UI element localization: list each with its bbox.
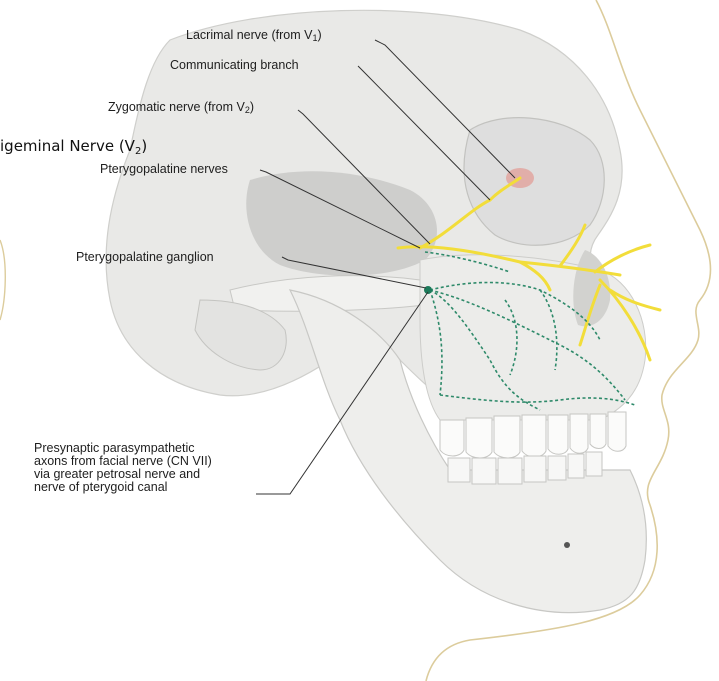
- label-lacrimal-close: ): [317, 28, 321, 42]
- label-zygomatic-close: ): [250, 100, 254, 114]
- maxilla: [420, 255, 646, 420]
- overlay-title-text: igeminal Nerve (V: [0, 137, 135, 155]
- label-pterygopalatine-nerves: Pterygopalatine nerves: [100, 162, 228, 176]
- label-pterygopalatine-ganglion-text: Pterygopalatine ganglion: [76, 250, 214, 264]
- label-communicating-branch: Communicating branch: [170, 58, 299, 72]
- label-pterygopalatine-ganglion: Pterygopalatine ganglion: [76, 250, 214, 264]
- label-zygomatic-text: Zygomatic nerve (from V: [108, 100, 245, 114]
- upper-teeth: [440, 412, 626, 458]
- label-lacrimal-text: Lacrimal nerve (from V: [186, 28, 312, 42]
- label-communicating-text: Communicating branch: [170, 58, 299, 72]
- label-pterygopalatine-nerves-text: Pterygopalatine nerves: [100, 162, 228, 176]
- label-lacrimal-nerve: Lacrimal nerve (from V1): [186, 28, 322, 45]
- label-presynaptic: Presynaptic parasympathetic axons from f…: [34, 442, 212, 494]
- overlay-title-close: ): [141, 137, 147, 155]
- label-presynaptic-line-4: nerve of pterygoid canal: [34, 481, 212, 494]
- mental-foramen: [564, 542, 570, 548]
- label-zygomatic-nerve: Zygomatic nerve (from V2): [108, 100, 254, 117]
- overlay-title: igeminal Nerve (V2): [0, 138, 147, 160]
- ear-outline: [0, 240, 5, 320]
